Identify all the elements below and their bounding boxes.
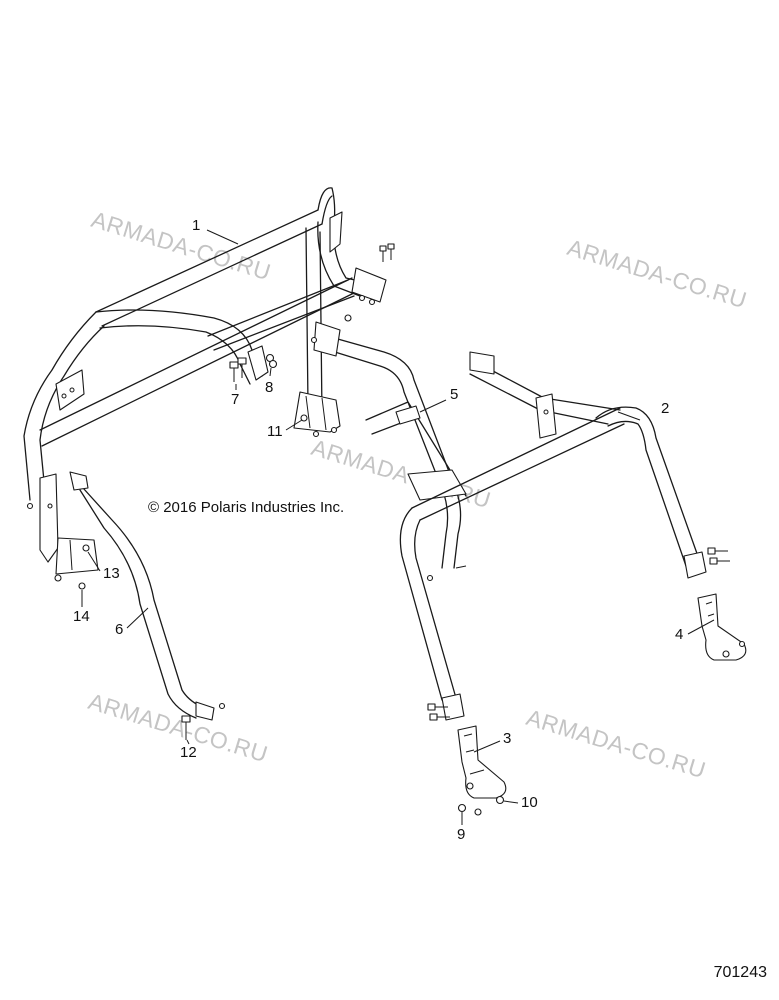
front-brace-6 (69, 471, 226, 721)
mount-plate-11 (293, 391, 341, 438)
callout-3: 3 (503, 730, 512, 747)
nut-10 (495, 795, 505, 805)
copyright-notice: © 2016 Polaris Industries Inc. (148, 499, 345, 516)
top-bracket-bolts (358, 243, 395, 306)
bolt-9 (457, 803, 482, 816)
bolt-12 (181, 715, 191, 740)
nut-8 (265, 353, 278, 369)
diagonal-brace-5 (310, 314, 467, 582)
drawing-number: 701243 (713, 964, 767, 981)
front-bracket-13 (39, 473, 99, 575)
callout-4: 4 (675, 626, 684, 643)
callout-12: 12 (180, 744, 197, 761)
callout-8: 8 (265, 379, 274, 396)
callout-6: 6 (115, 621, 124, 638)
callout-10: 10 (521, 794, 538, 811)
callout-5: 5 (450, 386, 459, 403)
bolt-7 (229, 357, 247, 382)
mount-foot-4 (697, 593, 747, 661)
callout-1: 1 (192, 217, 201, 234)
front-cage-frame (23, 187, 387, 503)
callout-2: 2 (661, 400, 670, 417)
callout-14: 14 (73, 608, 90, 625)
nut-14 (54, 574, 86, 590)
callout-11: 11 (267, 423, 283, 440)
mount-foot-3 (457, 725, 507, 799)
callout-7: 7 (231, 391, 240, 408)
leader-lines (81, 229, 715, 825)
callout-9: 9 (457, 826, 466, 843)
callout-13: 13 (103, 565, 120, 582)
rear-cage-frame (399, 351, 730, 721)
